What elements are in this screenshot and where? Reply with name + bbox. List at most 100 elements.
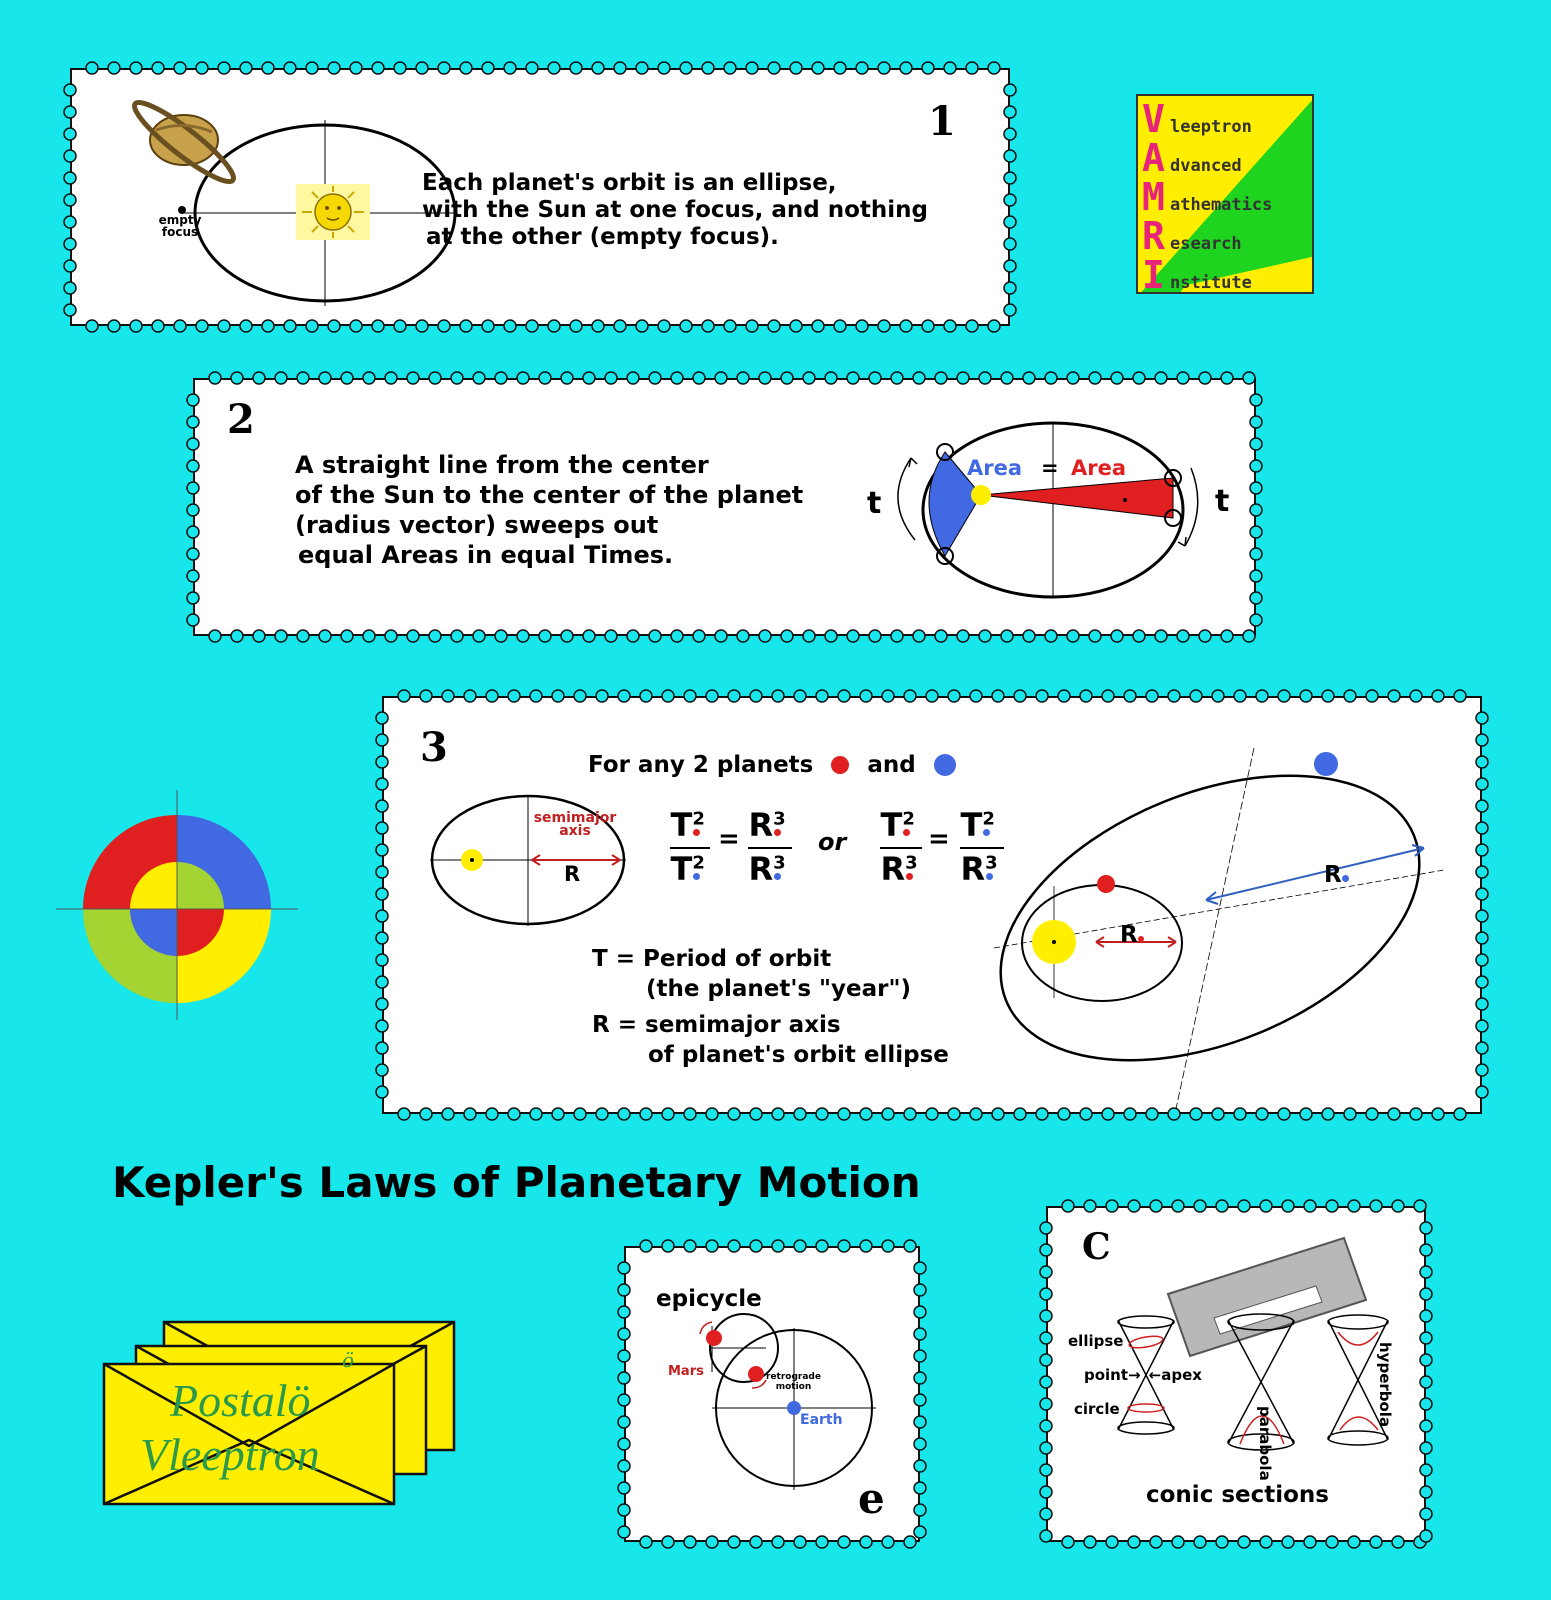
area-left-label: Area xyxy=(967,456,1023,480)
red-dot xyxy=(692,829,700,836)
law2-text-line: A straight line from the center xyxy=(295,451,709,479)
law2-text-line: (radius vector) sweeps out xyxy=(295,511,659,539)
empty-focus-label: empty focus xyxy=(154,214,206,238)
small-r-label: R xyxy=(564,862,581,886)
epicycle-diagram xyxy=(699,1313,876,1490)
formula-exponent: 3 xyxy=(905,852,918,874)
law3-number: 3 xyxy=(420,724,448,771)
time-label-right: t xyxy=(1215,484,1230,519)
mars-label: Mars xyxy=(668,1364,704,1379)
razor-blade-icon xyxy=(1166,1236,1368,1358)
red-dot xyxy=(773,829,781,836)
time-label-left: t xyxy=(867,486,882,521)
blue-dot xyxy=(982,829,990,836)
definition-symbol: R = xyxy=(592,1012,637,1038)
definition-line: (the planet's "year") xyxy=(646,976,911,1002)
logo-letter: M xyxy=(1142,175,1165,219)
definition-t: T = Period of orbit (the planet's "year"… xyxy=(592,944,911,1004)
law3-stamp: 3 For any 2 planets and se xyxy=(382,696,1482,1119)
law2-text: A straight line from the center of the S… xyxy=(295,450,803,570)
formula-equals: = xyxy=(718,824,740,854)
logo-letter: R xyxy=(1142,214,1165,258)
law2-text-line: equal Areas in equal Times. xyxy=(298,541,674,569)
formula-symbol: T xyxy=(960,806,983,844)
retrograde-line: retrograde xyxy=(766,1372,821,1382)
formula-symbol: T xyxy=(670,806,693,844)
conic-diagram xyxy=(1117,1236,1389,1451)
formula-equals: = xyxy=(928,824,950,854)
apex-label: apex xyxy=(1161,1366,1202,1384)
formula-symbol: R xyxy=(880,850,906,888)
circle-label: circle xyxy=(1074,1400,1120,1418)
ellipse-label: ellipse xyxy=(1068,1332,1124,1350)
envelope-line: Postalö xyxy=(170,1375,311,1426)
axis-label-line: axis xyxy=(559,823,591,839)
red-dot xyxy=(905,873,913,880)
definition-line: Period of orbit xyxy=(642,946,832,972)
heading-text: For any 2 planets xyxy=(588,752,814,778)
definition-line: semimajor axis xyxy=(645,1012,841,1038)
law1-text-line: Each planet's orbit is an ellipse, xyxy=(422,170,837,196)
epicycle-stamp: epicycle Mars retrograde motion Earth e xyxy=(624,1246,920,1542)
law1-text-line: with the Sun at one focus, and nothing xyxy=(422,197,928,223)
law2-number: 2 xyxy=(227,396,255,443)
formula-r-blue-den: R3 xyxy=(958,850,998,888)
blue-dot xyxy=(985,873,993,880)
outer-r-label: R xyxy=(1324,862,1349,888)
logo-letters: V A M R I xyxy=(1142,97,1165,293)
earth-label: Earth xyxy=(800,1412,843,1428)
law1-stamp: empty focus 1 Each planet's orbit is an … xyxy=(70,68,1010,326)
logo-word: nstitute xyxy=(1170,273,1252,293)
sun-icon xyxy=(296,184,370,240)
epicycle-corner-letter: e xyxy=(858,1474,885,1523)
law2-diagram xyxy=(897,421,1199,599)
logo-word: esearch xyxy=(1170,234,1242,254)
logo-word: athematics xyxy=(1170,195,1273,215)
conic-stamp: C ellipse point→←apex circle parabola hy… xyxy=(1046,1206,1426,1542)
logo-background xyxy=(1138,96,1312,292)
formula-exponent: 2 xyxy=(902,808,915,830)
red-dot xyxy=(1137,936,1144,942)
formula-symbol: R xyxy=(960,850,986,888)
law1-diagram xyxy=(131,99,457,306)
formula-exponent: 2 xyxy=(982,808,995,830)
formula-r-blue-den: R3 xyxy=(746,850,786,888)
area-equals: = xyxy=(1041,456,1059,480)
logo-letter: V xyxy=(1142,97,1165,141)
law1-text-line: at the other (empty focus). xyxy=(426,224,779,250)
epicycle-title: epicycle xyxy=(656,1286,762,1312)
r-symbol: R xyxy=(1324,862,1342,888)
logo-word: leeptron xyxy=(1170,117,1252,137)
blue-dot xyxy=(773,873,781,880)
envelope-partial-text: ö xyxy=(342,1348,355,1372)
law1-text: Each planet's orbit is an ellipse, with … xyxy=(422,170,928,251)
red-dot xyxy=(902,829,910,836)
color-wheel-graphic xyxy=(56,790,298,1020)
or-label: or xyxy=(818,828,847,856)
formula-symbol: R xyxy=(748,850,774,888)
logo-words: leeptron dvanced athematics esearch nsti… xyxy=(1170,108,1273,293)
point-label: point xyxy=(1084,1366,1129,1384)
formula-t-red-num: T2 xyxy=(878,806,915,844)
law2-stamp: 2 A straight line from the center of the… xyxy=(193,378,1256,636)
formula-t-red-num: T2 xyxy=(668,806,705,844)
vamri-logo: V A M R I leeptron dvanced athematics es… xyxy=(1136,94,1314,294)
formula-symbol: T xyxy=(670,850,693,888)
retrograde-label: retrograde motion xyxy=(766,1372,821,1392)
law1-number: 1 xyxy=(928,98,956,145)
blue-planet-icon xyxy=(933,754,956,776)
definition-r: R = semimajor axis of planet's orbit ell… xyxy=(592,1010,949,1070)
formula-exponent: 3 xyxy=(985,852,998,874)
red-planet-icon xyxy=(831,756,850,774)
conic-caption: conic sections xyxy=(1146,1482,1330,1508)
formula-exponent: 2 xyxy=(692,808,705,830)
blue-dot xyxy=(1341,875,1349,882)
retrograde-line: motion xyxy=(775,1382,812,1392)
law3-diagram xyxy=(430,747,1445,1119)
envelope-line: Vleeptron xyxy=(140,1429,320,1480)
heading-and: and xyxy=(867,752,916,778)
formula-t-blue-num: T2 xyxy=(958,806,995,844)
r-symbol: R xyxy=(1120,922,1138,948)
law3-heading: For any 2 planets and xyxy=(588,752,956,778)
focus-label-line: focus xyxy=(161,225,199,239)
